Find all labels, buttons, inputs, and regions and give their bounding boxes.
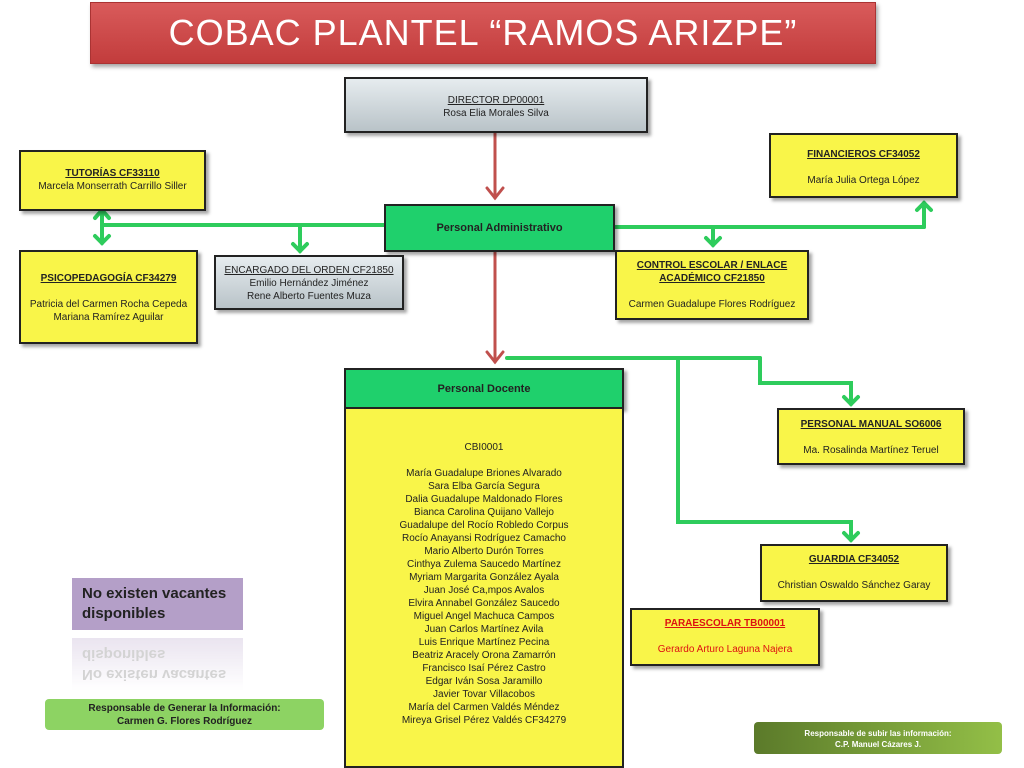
docentes-code: CBI0001 [464, 442, 504, 453]
personal-docente-box: Personal Docente [344, 368, 624, 409]
director-code: DIRECTOR DP00001 [447, 95, 545, 106]
responsable-subir-box: Responsable de subir las información: C.… [754, 722, 1002, 754]
docente-name: Miguel Angel Machuca Campos [413, 611, 555, 622]
docente-name: María Guadalupe Briones Alvarado [406, 468, 562, 479]
guardia-box: GUARDIA CF34052 Christian Oswaldo Sánche… [760, 544, 948, 602]
control-escolar-box: CONTROL ESCOLAR / ENLACE ACADÉMICO CF218… [615, 250, 809, 320]
vacantes-line-1: No existen vacantes [82, 585, 227, 602]
docente-name: Beatriz Aracely Orona Zamarrón [412, 650, 556, 661]
tutorias-code: TUTORÍAS CF33110 [65, 168, 160, 179]
docente-name: Myriam Margarita González Ayala [409, 572, 559, 583]
financieros-name: María Julia Ortega López [807, 175, 920, 186]
financieros-code: FINANCIEROS CF34052 [807, 149, 920, 160]
title-banner: COBAC PLANTEL “RAMOS ARIZPE” [90, 2, 876, 64]
docente-name: Mireya Grisel Pérez Valdés CF34279 [401, 715, 567, 726]
personal-docente-label: Personal Docente [437, 382, 531, 395]
psicopedagogia-code: PSICOPEDAGOGÍA CF34279 [40, 273, 177, 284]
docente-name: Mario Alberto Durón Torres [424, 546, 544, 557]
docente-name: Rocío Anayansi Rodríguez Camacho [402, 533, 566, 544]
responsable-subir-name: C.P. Manuel Cázares J. [834, 740, 922, 749]
personal-manual-name: Ma. Rosalinda Martínez Teruel [803, 445, 939, 456]
director-box: DIRECTOR DP00001 Rosa Elia Morales Silva [344, 77, 648, 133]
encargado-orden-code: ENCARGADO DEL ORDEN CF21850 [224, 265, 394, 276]
vacantes-reflection-line-2: disponibles [82, 646, 166, 663]
personal-administrativo-box: Personal Administrativo [384, 204, 615, 252]
responsable-generar-box: Responsable de Generar la Información: C… [45, 699, 324, 730]
docente-name: Javier Tovar Villacobos [433, 689, 535, 700]
docente-name: Elvira Annabel González Saucedo [408, 598, 560, 609]
personal-administrativo-label: Personal Administrativo [436, 222, 563, 234]
responsable-subir-label: Responsable de subir las información: [804, 729, 952, 738]
docente-name: Luis Enrique Martínez Pecina [418, 637, 550, 648]
vacantes-line-2: disponibles [82, 605, 166, 622]
guardia-name: Christian Oswaldo Sánchez Garay [777, 580, 931, 591]
docente-name: Francisco Isaí Pérez Castro [422, 663, 546, 674]
responsable-generar-label: Responsable de Generar la Información: [88, 703, 281, 714]
encargado-orden-box: ENCARGADO DEL ORDEN CF21850 Emilio Herná… [214, 255, 404, 310]
vacantes-reflection: No existen vacantes disponibles [72, 638, 243, 690]
docente-name: Guadalupe del Rocío Robledo Corpus [399, 520, 569, 531]
vacantes-reflection-line-1: No existen vacantes [82, 666, 227, 683]
control-escolar-code-2: ACADÉMICO CF21850 [659, 273, 765, 284]
tutorias-name: Marcela Monserrath Carrillo Siller [38, 181, 187, 192]
docente-name: Juan Carlos Martínez Avila [424, 624, 544, 635]
page-title: COBAC PLANTEL “RAMOS ARIZPE” [168, 12, 798, 53]
psicopedagogia-name-1: Patricia del Carmen Rocha Cepeda [29, 299, 188, 310]
director-name: Rosa Elia Morales Silva [443, 108, 549, 119]
guardia-code: GUARDIA CF34052 [808, 554, 900, 565]
tutorias-box: TUTORÍAS CF33110 Marcela Monserrath Carr… [19, 150, 206, 211]
responsable-generar-name: Carmen G. Flores Rodríguez [116, 716, 253, 727]
personal-manual-code: PERSONAL MANUAL SO6006 [800, 419, 942, 430]
docente-name: Edgar Iván Sosa Jaramillo [425, 676, 543, 687]
vacantes-box: No existen vacantes disponibles [72, 578, 243, 630]
personal-manual-box: PERSONAL MANUAL SO6006 Ma. Rosalinda Mar… [777, 408, 965, 465]
docente-name: Sara Elba García Segura [428, 481, 540, 492]
encargado-orden-name-1: Emilio Hernández Jiménez [249, 278, 369, 289]
psicopedagogia-box: PSICOPEDAGOGÍA CF34279 Patricia del Carm… [19, 250, 198, 344]
docente-name: Bianca Carolina Quijano Vallejo [414, 507, 554, 518]
encargado-orden-name-2: Rene Alberto Fuentes Muza [247, 291, 371, 302]
control-escolar-name: Carmen Guadalupe Flores Rodríguez [628, 299, 796, 310]
paraescolar-code: PARAESCOLAR TB00001 [664, 618, 786, 629]
docente-name: Juan José Ca,mpos Avalos [423, 585, 545, 596]
control-escolar-code-1: CONTROL ESCOLAR / ENLACE [636, 260, 788, 271]
docente-name: María del Carmen Valdés Méndez [408, 702, 560, 713]
docente-name: Dalia Guadalupe Maldonado Flores [405, 494, 563, 505]
paraescolar-name: Gerardo Arturo Laguna Najera [657, 644, 793, 655]
psicopedagogia-name-2: Mariana Ramírez Aguilar [53, 312, 164, 323]
docentes-box: CBI0001 María Guadalupe Briones Alvarado… [344, 407, 624, 768]
docente-name: Cinthya Zulema Saucedo Martínez [407, 559, 561, 570]
paraescolar-box: PARAESCOLAR TB00001 Gerardo Arturo Lagun… [630, 608, 820, 666]
financieros-box: FINANCIEROS CF34052 María Julia Ortega L… [769, 133, 958, 198]
